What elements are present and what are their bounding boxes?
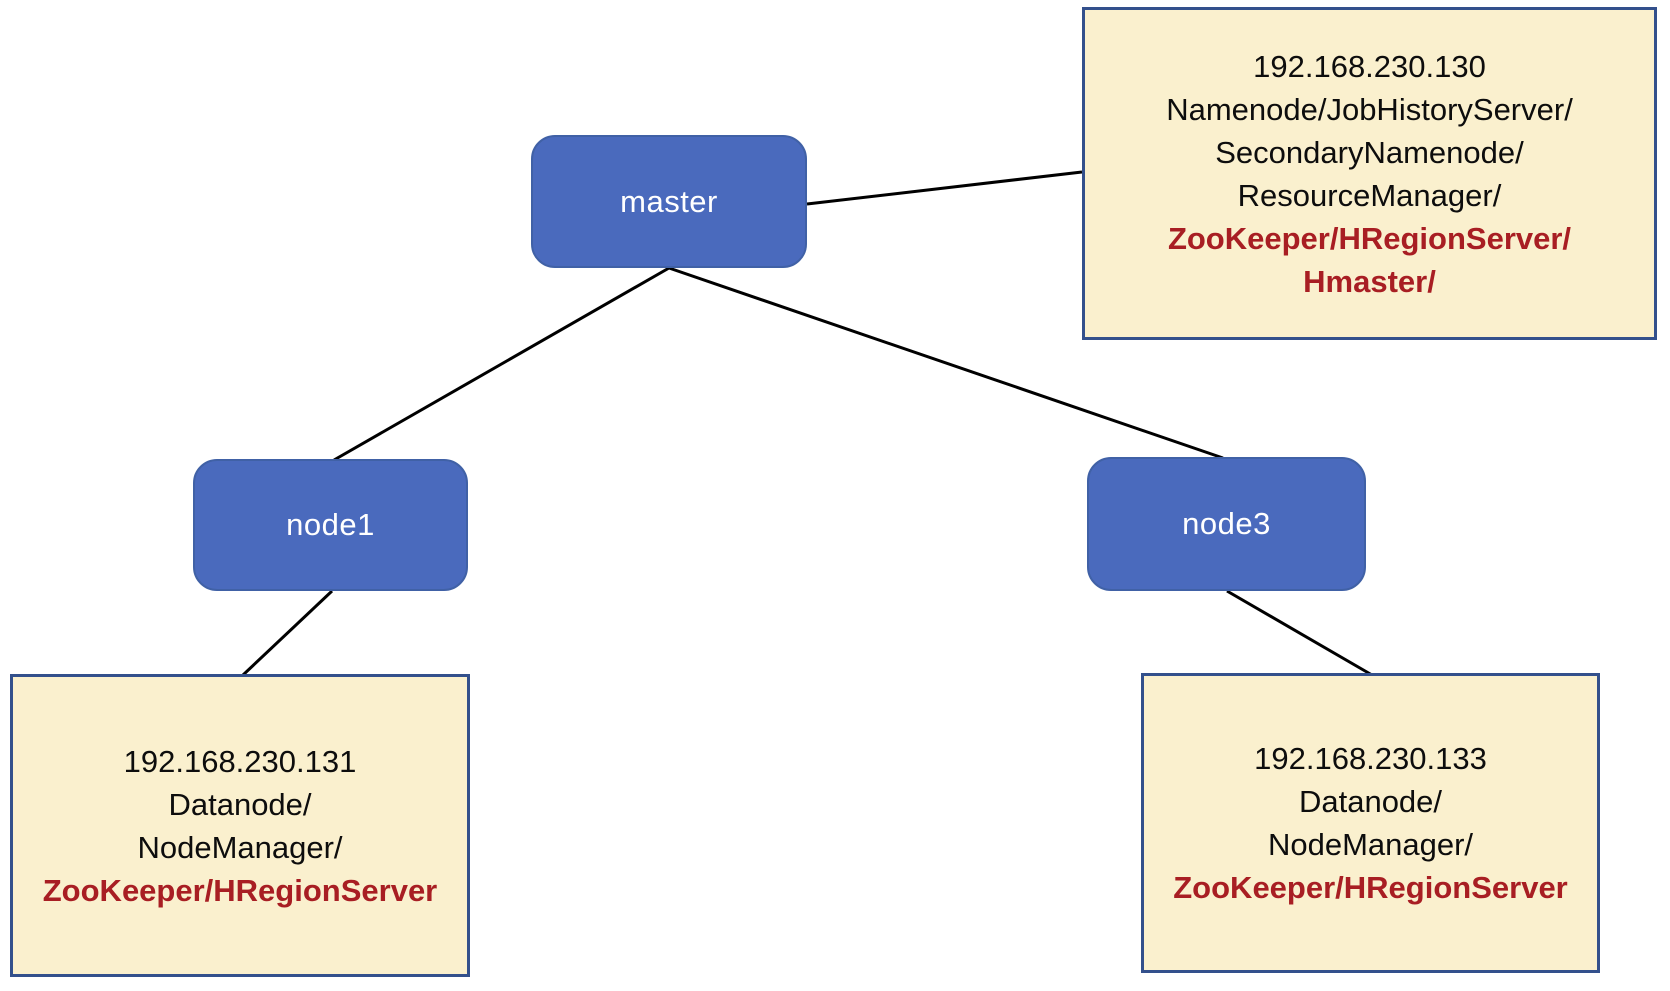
info-node3-ip: 192.168.230.133 <box>1254 741 1487 776</box>
info-node1-service-highlight: ZooKeeper/HRegionServer <box>42 872 438 908</box>
node-master-label: master <box>620 183 718 219</box>
info-master-service: ResourceManager/ <box>1237 177 1502 213</box>
info-master-ip: 192.168.230.130 <box>1253 48 1486 84</box>
info-master-service: SecondaryNamenode/ <box>1215 134 1524 170</box>
node-node3: node3 <box>1087 457 1366 591</box>
info-box-node3: 192.168.230.133 Datanode/ NodeManager/ Z… <box>1141 673 1600 973</box>
info-box-master: 192.168.230.130 Namenode/JobHistoryServe… <box>1082 7 1657 340</box>
node-node1: node1 <box>193 459 468 591</box>
info-node3-service-highlight: ZooKeeper/HRegionServer <box>1173 870 1568 905</box>
connector-master-info <box>806 170 1083 206</box>
info-master-service-highlight: ZooKeeper/HRegionServer/ <box>1167 220 1572 256</box>
node-node3-label: node3 <box>1182 506 1271 541</box>
connector-master-node1 <box>333 266 670 462</box>
connector-node1-info <box>241 589 334 677</box>
connector-master-node3 <box>668 266 1224 460</box>
info-node3-service: Datanode/ <box>1298 784 1443 819</box>
node-master: master <box>531 135 807 268</box>
connector-node3-info <box>1226 589 1373 677</box>
info-master-service: Namenode/JobHistoryServer/ <box>1166 91 1573 127</box>
info-box-node1: 192.168.230.131 Datanode/ NodeManager/ Z… <box>10 674 470 977</box>
info-node1-ip: 192.168.230.131 <box>123 743 357 779</box>
node-node1-label: node1 <box>286 507 375 542</box>
info-node1-service: Datanode/ <box>168 786 312 822</box>
info-master-service-highlight: Hmaster/ <box>1303 263 1436 299</box>
info-node1-service: NodeManager/ <box>137 829 343 865</box>
info-node3-service: NodeManager/ <box>1267 827 1474 862</box>
